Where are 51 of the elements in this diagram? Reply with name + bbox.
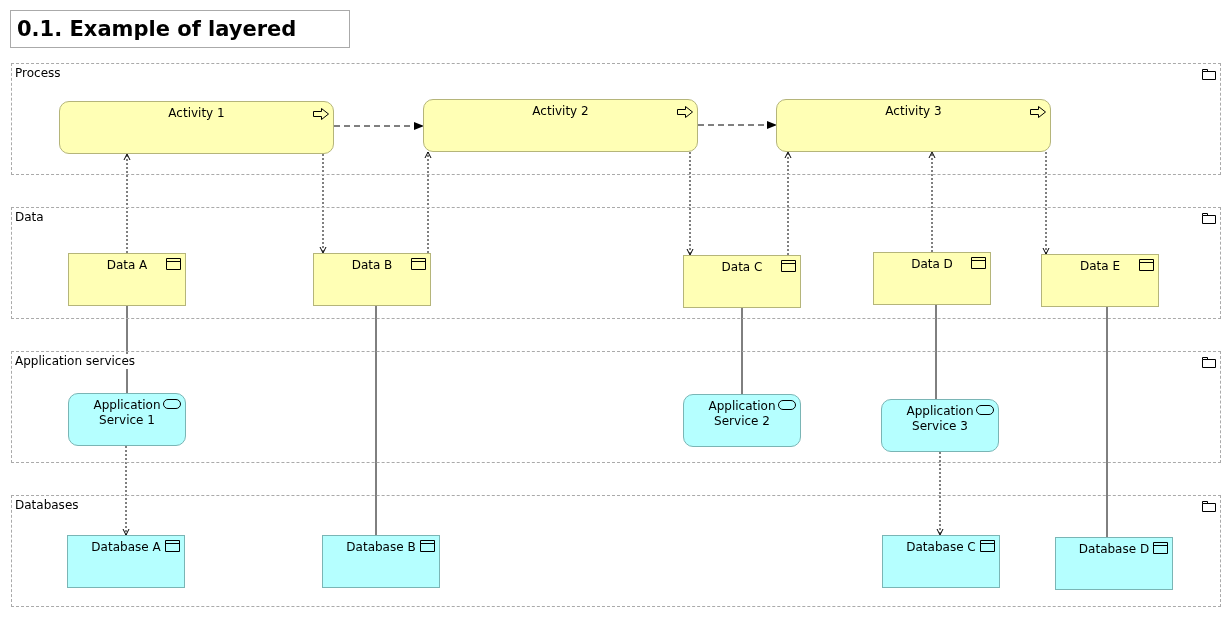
node-label: Application Service 2: [707, 399, 777, 429]
arrow: [686, 151, 694, 256]
arrow: [784, 151, 792, 256]
arrow: [123, 153, 131, 254]
node-label: Application services: [15, 354, 138, 369]
data-object-box: [313, 253, 431, 306]
connector-line: [741, 307, 743, 395]
activity-box: [59, 101, 334, 154]
database-box: [882, 535, 1000, 588]
node-label: Activity 3: [884, 104, 943, 119]
database-box: [1055, 537, 1173, 590]
data-object-box: [68, 253, 186, 306]
connector-line: [375, 305, 377, 536]
arrow: [319, 153, 327, 254]
arrow: [936, 451, 944, 536]
node-label: Data E: [1078, 259, 1122, 274]
node-label: Data D: [910, 257, 954, 272]
node-label: Database C: [905, 540, 977, 555]
data-object-box: [1041, 254, 1159, 307]
node-label: Database B: [345, 540, 417, 555]
activity-box: [423, 99, 698, 152]
arrow: [424, 151, 432, 254]
service-box: [68, 393, 186, 446]
node-label: Data A: [105, 258, 149, 273]
arrow: [1042, 151, 1050, 255]
service-box: [881, 399, 999, 452]
arrow: [697, 121, 777, 129]
layer-group: [11, 207, 1221, 319]
layer-group: [11, 63, 1221, 175]
node-label: Application Service 3: [905, 404, 975, 434]
arrow: [333, 122, 424, 130]
database-box: [67, 535, 185, 588]
node-label: Data B: [350, 258, 394, 273]
service-box: [683, 394, 801, 447]
node-label: Database D: [1077, 542, 1151, 557]
data-object-box: [873, 252, 991, 305]
node-label: Database A: [90, 540, 162, 555]
activity-box: [776, 99, 1051, 152]
layer-group: [11, 495, 1221, 607]
node-label: Data C: [720, 260, 764, 275]
database-box: [322, 535, 440, 588]
connector-line: [935, 304, 937, 400]
layer-group: [11, 351, 1221, 463]
node-label: Activity 2: [531, 104, 590, 119]
data-object-box: [683, 255, 801, 308]
arrow: [122, 445, 130, 536]
arrow: [928, 151, 936, 253]
diagram-title: 0.1. Example of layered: [10, 10, 350, 48]
node-label: Application Service 1: [92, 398, 162, 428]
node-label: Activity 1: [167, 106, 226, 121]
connector-line: [1106, 306, 1108, 538]
